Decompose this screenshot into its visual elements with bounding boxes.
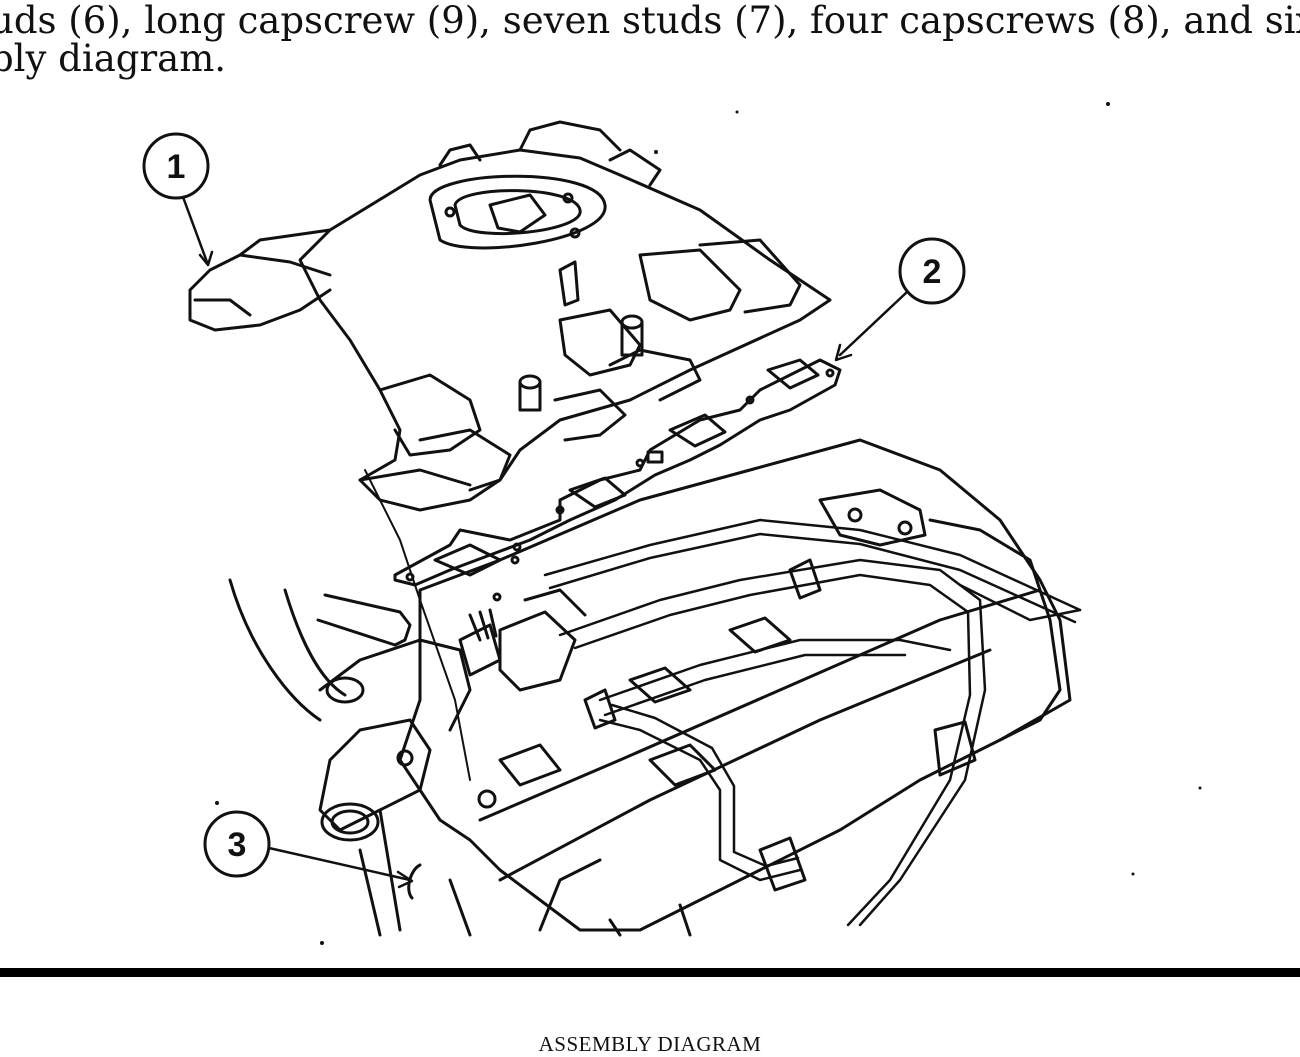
instruction-text: uds (6), long capscrew (9), seven studs … — [0, 2, 1300, 78]
figure-caption: ASSEMBLY DIAGRAM — [538, 1032, 762, 1056]
svg-text:1: 1 — [167, 148, 186, 186]
callout-3: 3 — [203, 810, 414, 889]
callout-2: 2 — [834, 237, 966, 362]
callout-1: 1 — [142, 132, 214, 267]
intake-manifold — [188, 120, 832, 512]
section-divider-rule — [0, 968, 1300, 977]
instruction-line-1: uds (6), long capscrew (9), seven studs … — [0, 0, 1300, 42]
engine-block — [228, 438, 1082, 937]
svg-text:2: 2 — [923, 253, 942, 291]
instruction-line-2: bly diagram. — [0, 37, 227, 80]
svg-text:3: 3 — [228, 826, 247, 864]
